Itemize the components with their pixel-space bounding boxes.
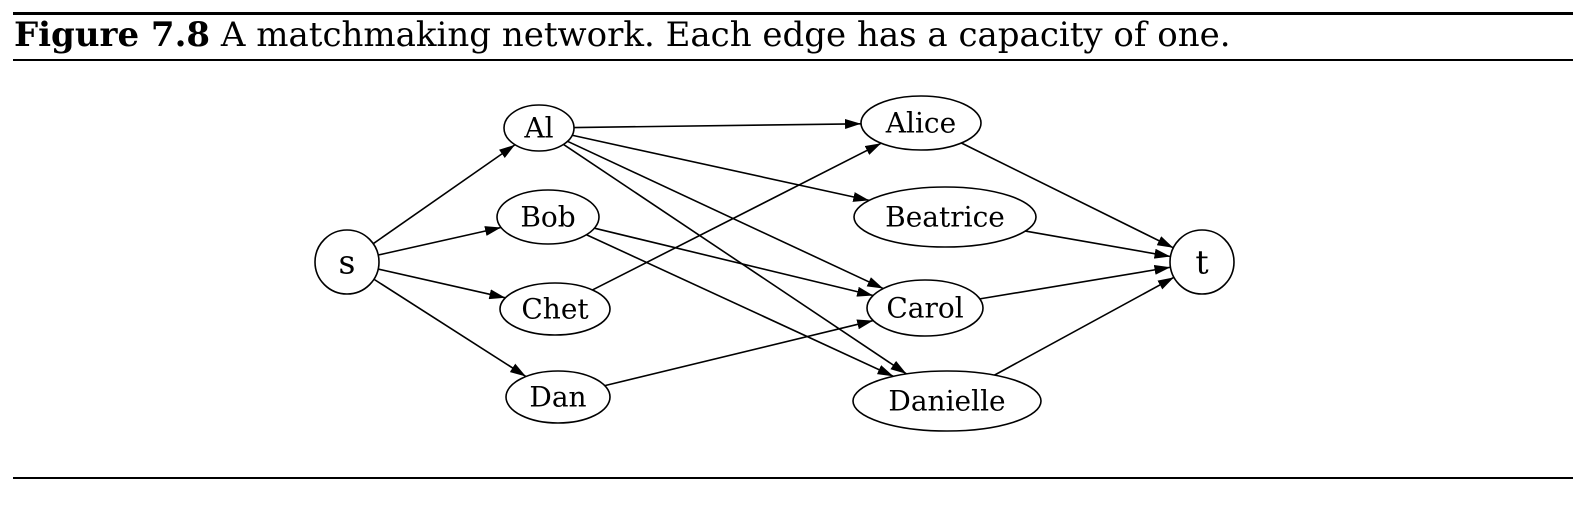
- node-beatrice-shape: [853, 186, 1037, 248]
- figure-caption: Figure 7.8 A matchmaking network. Each e…: [14, 13, 1231, 57]
- edge-s-to-al: [372, 144, 516, 245]
- node-bob: Bob: [496, 189, 600, 245]
- node-t-shape: [1169, 229, 1235, 295]
- top-rule: [13, 12, 1573, 15]
- edge-bob-to-carol: [594, 227, 874, 297]
- edge-bob-to-danielle: [586, 234, 894, 378]
- bottom-rule: [13, 477, 1573, 479]
- edge-s-to-dan: [373, 278, 527, 378]
- edge-alice-to-t: [961, 142, 1174, 249]
- node-s: s: [314, 229, 380, 295]
- edge-al-to-beatrice: [572, 134, 870, 202]
- node-alice-label: Alice: [885, 107, 956, 140]
- node-carol-label: Carol: [886, 292, 963, 325]
- edge-danielle-to-t: [994, 276, 1175, 376]
- node-carol-shape: [866, 279, 984, 337]
- node-chet-shape: [499, 282, 611, 336]
- node-chet: Chet: [499, 282, 611, 336]
- node-carol: Carol: [866, 279, 984, 337]
- node-s-shape: [314, 229, 380, 295]
- edge-dan-to-carol: [604, 319, 874, 387]
- edge-al-to-alice: [573, 118, 862, 129]
- node-chet-label: Chet: [521, 293, 589, 326]
- edge-al-to-danielle: [563, 143, 907, 375]
- node-al-label: Al: [523, 112, 553, 145]
- node-t-label: t: [1195, 243, 1208, 282]
- node-beatrice-label: Beatrice: [885, 201, 1005, 234]
- node-danielle-shape: [852, 370, 1042, 432]
- node-alice-shape: [860, 95, 982, 151]
- caption-rule: [13, 59, 1573, 61]
- node-t: t: [1169, 229, 1235, 295]
- node-s-label: s: [339, 243, 356, 282]
- node-dan-shape: [505, 370, 611, 424]
- edge-beatrice-to-t: [1025, 230, 1171, 259]
- edge-s-to-chet: [378, 268, 506, 300]
- node-bob-label: Bob: [520, 201, 575, 234]
- node-dan-label: Dan: [529, 381, 586, 414]
- node-danielle: Danielle: [852, 370, 1042, 432]
- edge-chet-to-alice: [592, 142, 882, 291]
- figure-label: Figure 7.8: [14, 15, 211, 55]
- figure-caption-text: A matchmaking network. Each edge has a c…: [220, 15, 1231, 55]
- node-beatrice: Beatrice: [853, 186, 1037, 248]
- node-dan: Dan: [505, 370, 611, 424]
- edge-layer: [372, 118, 1175, 387]
- node-danielle-label: Danielle: [888, 385, 1005, 418]
- edge-al-to-carol: [567, 140, 884, 290]
- node-al-shape: [503, 104, 575, 152]
- node-bob-shape: [496, 189, 600, 245]
- edge-s-to-bob: [378, 226, 502, 256]
- node-alice: Alice: [860, 95, 982, 151]
- node-al: Al: [503, 104, 575, 152]
- edge-carol-to-t: [979, 264, 1171, 300]
